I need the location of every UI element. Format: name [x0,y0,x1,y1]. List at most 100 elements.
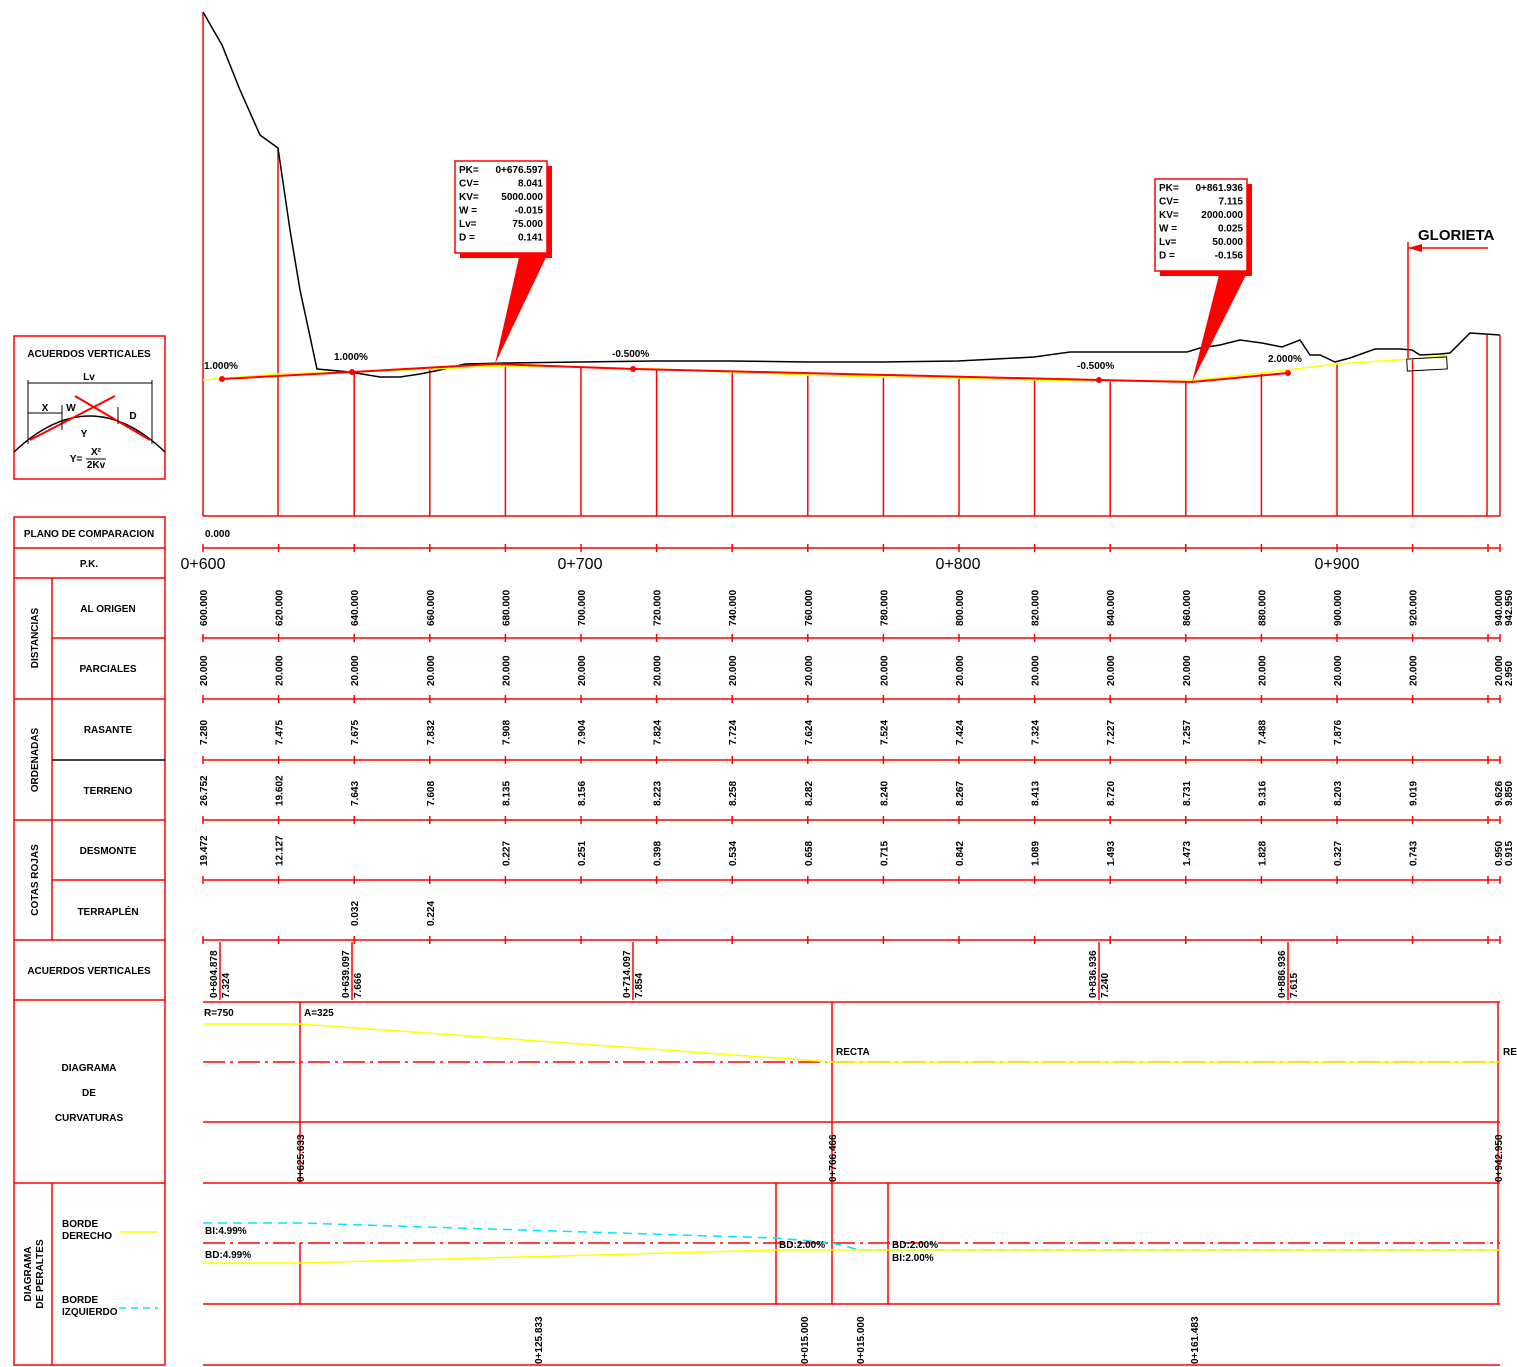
rasante-value: 7.908 [501,720,512,745]
desmonte-value: 0.743 [1409,841,1420,866]
row-label-terraplen: TERRAPLÉN [77,905,138,918]
callout-value: 5000.000 [501,192,543,203]
callout-value: 2000.000 [1201,210,1243,221]
parciales-value: 20.000 [501,655,512,686]
al-origen-value: 860.000 [1182,589,1193,626]
rasante-value: 7.227 [1106,720,1117,745]
terreno-value: 8.413 [1031,781,1042,806]
al-origen-value: 640.000 [350,589,361,626]
rasante-value: 7.324 [1031,720,1042,745]
parciales-value: 20.000 [1494,655,1505,686]
parciales-value: 20.000 [1031,655,1042,686]
desmonte-value: 0.534 [728,841,739,866]
rasante-value: 7.675 [350,720,361,745]
desmonte-value: 1.493 [1106,841,1117,866]
desmonte-value: 1.089 [1031,841,1042,866]
terreno-value: 26.752 [199,775,210,806]
bi-start-label: BI:4.99% [205,1226,247,1237]
row-label-plano: PLANO DE COMPARACION [24,529,154,540]
terreno-value: 8.135 [501,781,512,806]
callout-key: PK= [459,165,479,176]
terreno-value: 8.282 [804,781,815,806]
row-label-desmonte: DESMONTE [80,846,137,857]
callout-value: 75.000 [512,219,543,230]
terreno-value: 7.643 [350,781,361,806]
terreno-value: 8.720 [1106,781,1117,806]
parciales-value: 20.000 [350,655,361,686]
bd-mid-label: BD:2.00% [779,1240,825,1251]
callout-value: 0.141 [518,233,543,244]
al-origen-value: 760.000 [804,589,815,626]
row-label-terreno: TERRENO [84,786,133,797]
callout-value: 8.041 [518,179,543,190]
desmonte-value: 0.251 [577,841,588,866]
parciales-value: 20.000 [804,655,815,686]
parciales-value: 20.000 [1106,655,1117,686]
al-origen-value: 700.000 [577,589,588,626]
curvature-recta: REC [1503,1047,1517,1058]
callout-key: D = [459,233,475,244]
row-label-de: DE [82,1088,96,1099]
terreno-value: 7.608 [426,781,437,806]
al-origen-value: 840.000 [1106,589,1117,626]
acuerdo-cota: 7.615 [1289,973,1300,998]
grade-label: -0.500% [612,349,649,360]
parciales-value: 20.000 [1409,655,1420,686]
legend-box: ACUERDOS VERTICALES Lv X W Y D Y= X² 2Kv [13,335,166,480]
callout-key: Lv= [1159,237,1177,248]
legend-formula-lhs: Y= [70,454,83,465]
al-origen-value: 740.000 [728,589,739,626]
row-group-ordenadas: ORDENADAS [30,727,41,792]
row-label-al-origen: AL ORIGEN [80,604,135,615]
callout-value: 0.025 [1218,224,1243,235]
legend-y: Y [81,429,88,440]
terreno-value: 9.316 [1257,781,1268,806]
terreno-value: 8.267 [955,781,966,806]
rasante-value: 7.424 [955,720,966,745]
callout-key: Lv= [459,219,477,230]
terreno-value: 8.240 [879,781,890,806]
acuerdo-pk: 0+639.097 [341,950,352,998]
desmonte-value: 0.227 [501,841,512,866]
callout-key: W = [1159,224,1177,235]
parciales-value: 20.000 [577,655,588,686]
rasante-value: 7.824 [653,720,664,745]
callout-value: 0+676.597 [495,165,543,176]
callout-key: PK= [1159,183,1179,194]
table-rules [202,544,1501,944]
acuerdo-cota: 7.324 [221,973,232,998]
parciales-value: 20.000 [653,655,664,686]
callout-value: 0+861.936 [1195,183,1243,194]
terreno-value: 8.223 [653,781,664,806]
al-origen-value: 880.000 [1257,589,1268,626]
rasante-value: 7.876 [1333,720,1344,745]
legend-formula-num: X² [91,447,102,458]
parciales-value: 20.000 [275,655,286,686]
parciales-value: 20.000 [426,655,437,686]
legend-w: W [66,403,76,414]
glorieta-marker: GLORIETA [1407,227,1495,358]
rasante-value: 7.624 [804,720,815,745]
terreno-value: 8.156 [577,781,588,806]
row-label-diagrama: DIAGRAMA [62,1063,117,1074]
acuerdo-pk: 0+886.936 [1277,950,1288,998]
terreno-value: 8.203 [1333,781,1344,806]
parciales-value: 2.950 [1504,661,1515,686]
rasante-value: 7.488 [1257,720,1268,745]
terreno-value: 8.731 [1182,781,1193,806]
callout-key: CV= [1159,197,1179,208]
pk-label: 0+900 [1315,556,1360,573]
terreno-value: 9.850 [1504,781,1515,806]
grade-line [202,354,1449,382]
terraplen-value: 0.032 [350,901,361,926]
row-group-cotas-rojas: COTAS ROJAS [30,844,41,916]
peralte-pk: 0+015.000 [856,1316,867,1364]
rasante-value: 7.524 [879,720,890,745]
acuerdo-pk: 0+714.097 [622,950,633,998]
bd-start-label: BD:4.99% [205,1250,251,1261]
al-origen-value: 620.000 [275,589,286,626]
